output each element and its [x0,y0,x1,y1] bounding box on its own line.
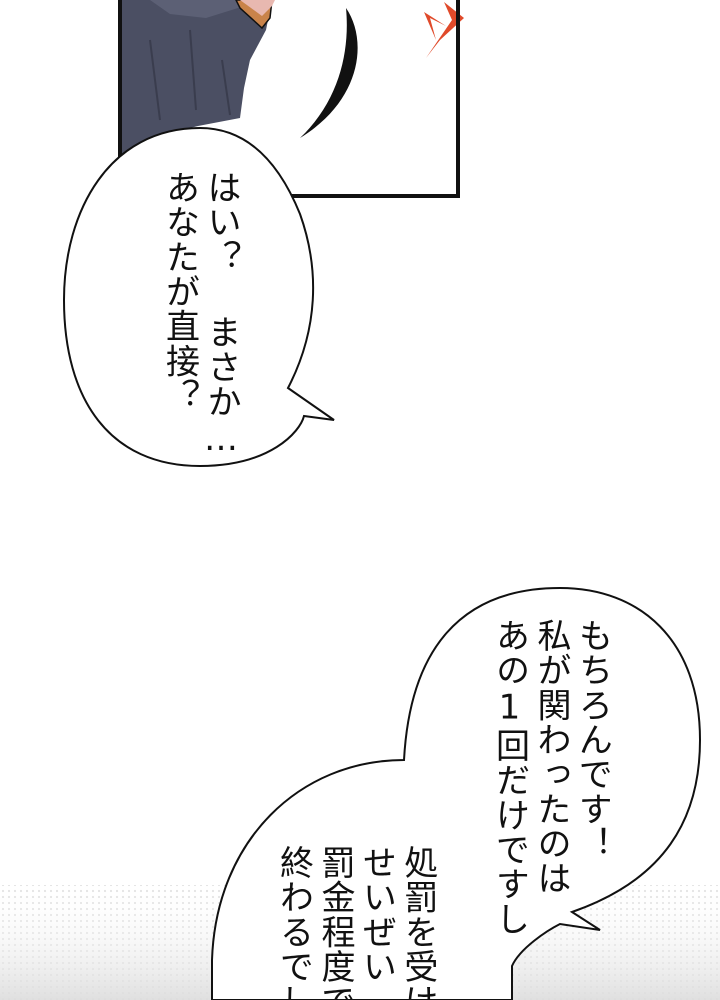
bubble-2-line-3: あの1回だけですし [489,618,530,937]
bubble-2-line-1: もちろんです！ [572,618,613,861]
bubble-3-line-4: 終わるでしょ [273,845,314,1000]
speech-bubble-3-text: 処罰を受け せいぜい 罰金程度で 終わるでしょ [272,845,438,1000]
speech-bubble-2 [211,586,702,1000]
character-shoulder [120,0,270,160]
bubble-3-line-1: 処罰を受け [397,845,438,1000]
panel-border [118,0,460,198]
bubble-3-line-3: 罰金程度で [314,845,355,1000]
bubble-3-line-2: せいぜい [356,845,397,984]
speech-bubble-1 [62,126,335,468]
emphasis-effect [424,2,464,58]
bubble-1-line-2: あなたが直接？ [159,170,200,413]
bubble-1-line-1: はい？ まさか… [200,170,241,460]
speech-bubble-2-text: もちろんです！ 私が関わったのは あの1回だけですし [488,618,612,938]
bubble-2-line-2: 私が関わったのは [530,618,571,896]
motion-line [300,8,358,138]
hand [240,0,275,16]
speech-bubble-1-text: はい？ まさか… あなたが直接？ [158,170,241,470]
